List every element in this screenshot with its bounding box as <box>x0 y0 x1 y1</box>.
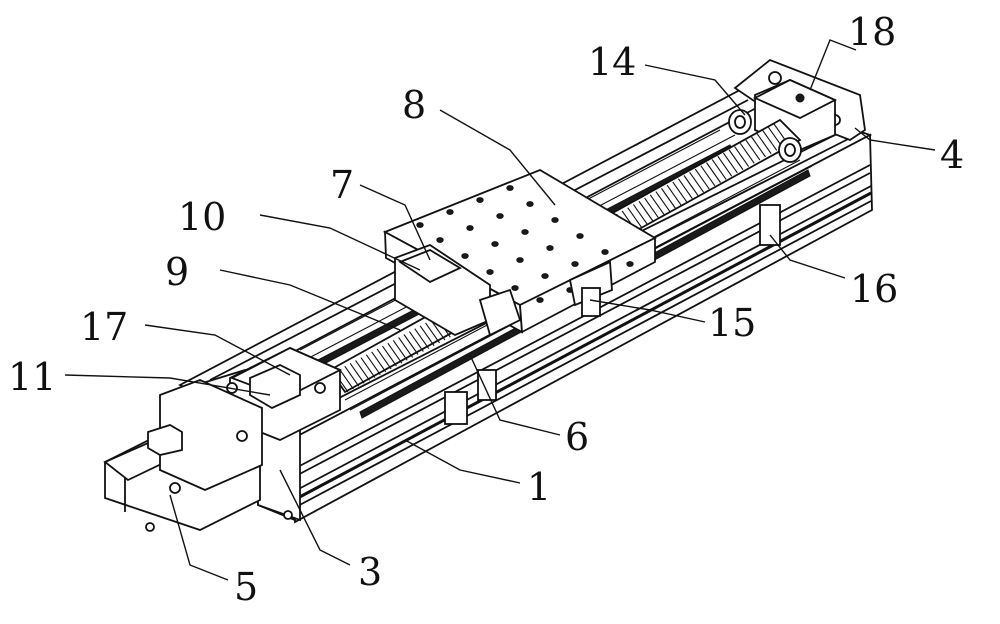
label-15: 15 <box>708 301 756 345</box>
mounting-hole <box>467 226 473 231</box>
label-7: 7 <box>330 163 354 207</box>
label-9: 9 <box>165 250 189 294</box>
mounting-hole <box>542 274 548 279</box>
label-16: 16 <box>850 267 898 311</box>
label-11: 11 <box>8 355 56 399</box>
mounting-hole <box>547 246 553 251</box>
mounting-hole <box>517 258 523 263</box>
label-8: 8 <box>402 83 426 127</box>
mounting-hole <box>627 262 633 267</box>
label-5: 5 <box>234 565 258 609</box>
mounting-hole <box>497 214 503 219</box>
label-17: 17 <box>80 305 128 349</box>
mounting-hole <box>552 218 558 223</box>
motor <box>105 380 262 531</box>
mounting-hole <box>577 234 583 239</box>
label-3: 3 <box>358 550 382 594</box>
mounting-hole <box>447 210 453 215</box>
mounting-hole <box>492 242 498 247</box>
mounting-hole <box>462 254 468 259</box>
label-6: 6 <box>565 415 589 459</box>
mounting-hole <box>512 286 518 291</box>
label-4: 4 <box>940 133 964 177</box>
mounting-hole <box>572 262 578 267</box>
mounting-hole <box>487 270 493 275</box>
label-18: 18 <box>848 10 896 54</box>
mounting-hole <box>507 186 513 191</box>
mounting-hole <box>522 230 528 235</box>
mounting-hole <box>537 298 543 303</box>
mounting-hole <box>417 223 423 228</box>
mounting-hole <box>527 202 533 207</box>
label-10: 10 <box>178 195 226 239</box>
mounting-hole <box>602 250 608 255</box>
mounting-hole <box>477 198 483 203</box>
label-14: 14 <box>588 40 636 84</box>
label-1: 1 <box>527 465 551 509</box>
mounting-hole <box>437 238 443 243</box>
